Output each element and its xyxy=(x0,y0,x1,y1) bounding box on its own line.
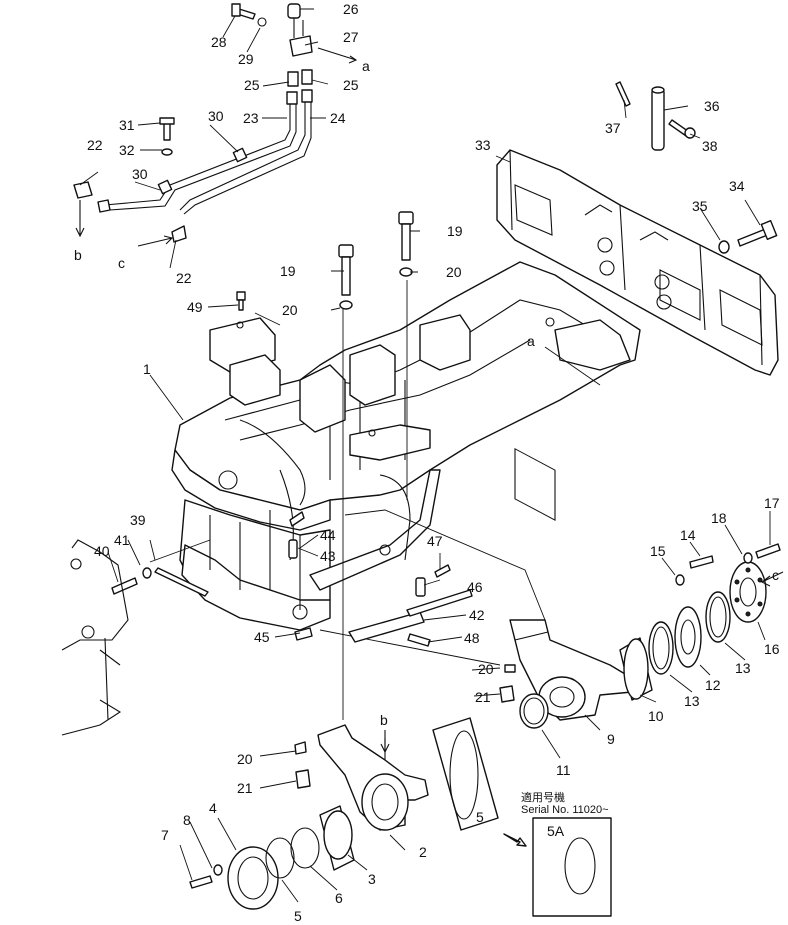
callout-15: 15 xyxy=(650,543,666,559)
callout-22-top: 22 xyxy=(87,137,103,153)
assembly-lines xyxy=(149,280,601,720)
bolts-19 xyxy=(236,211,414,311)
callout-20-d: 20 xyxy=(237,751,253,767)
counterweight xyxy=(496,149,779,521)
callout-16: 16 xyxy=(764,641,780,657)
callout-27: 27 xyxy=(343,29,359,45)
callout-26: 26 xyxy=(343,1,359,17)
callout-1: 1 xyxy=(143,361,151,377)
reference-letters: a a b b c c xyxy=(74,58,779,728)
callout-42: 42 xyxy=(469,607,485,623)
leader-lines xyxy=(79,8,771,903)
callout-49: 49 xyxy=(187,299,203,315)
callout-6: 6 xyxy=(335,890,343,906)
callout-30-top: 30 xyxy=(208,108,224,124)
axle-support-2 xyxy=(294,724,429,831)
callout-18: 18 xyxy=(711,510,727,526)
callout-45: 45 xyxy=(254,629,270,645)
callout-13-b: 13 xyxy=(735,660,751,676)
callout-43: 43 xyxy=(320,548,336,564)
callout-20-c: 20 xyxy=(478,661,494,677)
callout-24: 24 xyxy=(330,110,346,126)
part-5a-label: 5A xyxy=(547,823,565,839)
reference-arrows xyxy=(75,47,784,754)
callout-11: 11 xyxy=(556,762,571,778)
pin-36 xyxy=(615,81,696,151)
callout-37: 37 xyxy=(605,120,621,136)
callout-21-a: 21 xyxy=(475,689,491,705)
serial-jp-label: 適用号機 xyxy=(521,790,565,804)
ref-a-frame: a xyxy=(527,333,535,349)
callout-14: 14 xyxy=(680,527,696,543)
callout-25-left: 25 xyxy=(244,77,260,93)
ref-b-left: b xyxy=(74,247,82,263)
ref-b-lower: b xyxy=(380,712,388,728)
ref-c-left: c xyxy=(118,255,125,271)
callout-2: 2 xyxy=(419,844,427,860)
serial-box xyxy=(503,817,612,917)
hose-assembly xyxy=(73,3,313,243)
callout-20-b: 20 xyxy=(446,264,462,280)
callout-28: 28 xyxy=(211,34,227,50)
callout-22-bottom: 22 xyxy=(176,270,192,286)
callout-29: 29 xyxy=(238,51,254,67)
ref-a-top: a xyxy=(362,58,370,74)
callout-40: 40 xyxy=(94,543,110,559)
callout-32: 32 xyxy=(119,142,135,158)
callout-17: 17 xyxy=(764,495,780,511)
callout-labels: 1 2 3 4 5 5 6 7 8 9 10 11 12 13 13 14 15… xyxy=(87,1,780,924)
callout-31: 31 xyxy=(119,117,135,133)
callout-9: 9 xyxy=(607,731,615,747)
callout-3: 3 xyxy=(368,871,376,887)
callout-38: 38 xyxy=(702,138,718,154)
callout-21-b: 21 xyxy=(237,780,253,796)
callout-23: 23 xyxy=(243,110,259,126)
ref-c-right: c xyxy=(772,567,779,583)
bolt-34 xyxy=(718,220,778,254)
callout-25-right: 25 xyxy=(343,77,359,93)
callout-5-seal: 5 xyxy=(476,809,484,825)
callout-34: 34 xyxy=(729,178,745,194)
callout-44: 44 xyxy=(320,527,336,543)
axle-support-9 xyxy=(499,619,636,729)
callout-33: 33 xyxy=(475,137,491,153)
callout-12: 12 xyxy=(705,677,721,693)
callout-19-right: 19 xyxy=(447,223,463,239)
callout-20-a: 20 xyxy=(282,302,298,318)
callout-5: 5 xyxy=(294,908,302,924)
callout-13: 13 xyxy=(684,693,700,709)
callout-47: 47 xyxy=(427,533,443,549)
callout-4: 4 xyxy=(209,800,217,816)
callout-46: 46 xyxy=(467,579,483,595)
serial-box-text: 適用号機 Serial No. 11020~ 5A xyxy=(521,790,609,839)
callout-39: 39 xyxy=(130,512,146,528)
callout-36: 36 xyxy=(704,98,720,114)
bearing-set-right xyxy=(619,543,781,701)
callout-8: 8 xyxy=(183,812,191,828)
callout-10: 10 xyxy=(648,708,664,724)
callout-7: 7 xyxy=(161,827,169,843)
callout-19-left: 19 xyxy=(280,263,296,279)
callout-41: 41 xyxy=(114,532,130,548)
serial-number: Serial No. 11020~ xyxy=(521,804,609,816)
callout-48: 48 xyxy=(464,630,480,646)
callout-35: 35 xyxy=(692,198,708,214)
main-frame xyxy=(171,261,641,631)
misc-parts xyxy=(61,511,473,736)
callout-30-left: 30 xyxy=(132,166,148,182)
